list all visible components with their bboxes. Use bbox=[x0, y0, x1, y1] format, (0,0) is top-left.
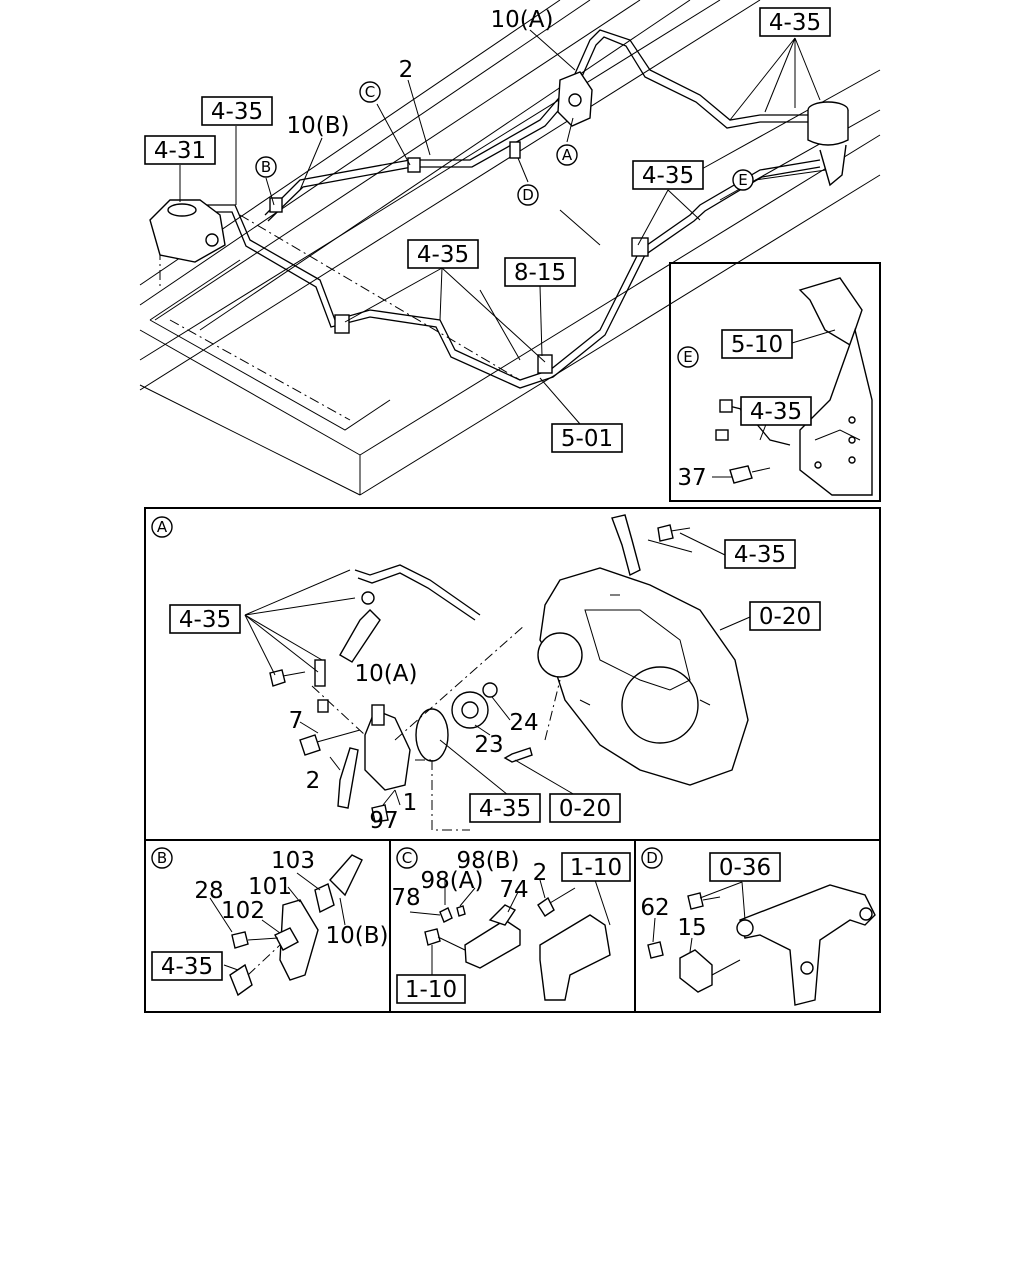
svg-text:D: D bbox=[646, 849, 658, 867]
svg-text:D: D bbox=[522, 186, 534, 204]
panel-c-part-74: 74 bbox=[499, 877, 528, 903]
top-ref-8-15: 8-15 bbox=[504, 257, 576, 287]
svg-text:B: B bbox=[261, 158, 271, 176]
panel-c-part-78: 78 bbox=[391, 885, 420, 911]
top-ref-5-01: 5-01 bbox=[551, 423, 623, 453]
panel-a-part-24: 24 bbox=[509, 710, 538, 736]
panel-c-ref-1-10-top: 1-10 bbox=[570, 855, 622, 881]
panel-a-part-10a: 10(A) bbox=[355, 661, 418, 687]
svg-text:5-01: 5-01 bbox=[561, 426, 613, 452]
panel-a-part-7: 7 bbox=[289, 708, 304, 734]
top-ref-4-35-d: 4-35 bbox=[407, 239, 479, 269]
panel-a-part-2: 2 bbox=[306, 768, 321, 794]
panel-c-part-98b: 98(B) bbox=[457, 848, 520, 874]
panel-a-ref-4-35-left: 4-35 bbox=[179, 607, 231, 633]
panel-b: B 103 101 28 102 10(B) 4-35 bbox=[144, 839, 391, 1013]
top-callout-c: C bbox=[359, 81, 381, 103]
panel-e-ref-4-35: 4-35 bbox=[750, 399, 802, 425]
panel-b-part-103: 103 bbox=[271, 848, 315, 874]
panel-d-part-62: 62 bbox=[640, 895, 669, 921]
top-callout-b: B bbox=[255, 156, 277, 178]
panel-a-ref-4-35-bottom: 4-35 bbox=[479, 796, 531, 822]
svg-text:8-15: 8-15 bbox=[514, 260, 566, 286]
svg-text:4-35: 4-35 bbox=[417, 242, 469, 268]
svg-text:B: B bbox=[157, 849, 167, 867]
panel-c-ref-1-10-bottom: 1-10 bbox=[405, 977, 457, 1003]
panel-c: C 98(B) 98(A) 78 74 2 1-10 1-10 bbox=[389, 839, 636, 1013]
panel-a: A bbox=[144, 507, 881, 841]
panel-d-ref-0-36: 0-36 bbox=[719, 855, 771, 881]
top-part-2: 2 bbox=[399, 57, 414, 83]
svg-text:C: C bbox=[365, 83, 375, 101]
top-callout-e: E bbox=[732, 169, 754, 191]
top-part-10a: 10(A) bbox=[491, 7, 554, 33]
svg-text:4-35: 4-35 bbox=[642, 163, 694, 189]
panel-b-ref-4-35: 4-35 bbox=[161, 954, 213, 980]
panel-e-ref-5-10: 5-10 bbox=[731, 332, 783, 358]
panel-a-part-97: 97 bbox=[369, 808, 398, 834]
panel-e: E 5-10 4-35 37 bbox=[669, 262, 881, 502]
top-callout-d: D bbox=[517, 184, 539, 206]
panel-b-part-101: 101 bbox=[248, 874, 292, 900]
top-callout-a: A bbox=[556, 144, 578, 166]
top-ref-4-35-a: 4-35 bbox=[759, 7, 831, 37]
panel-c-part-2: 2 bbox=[533, 860, 548, 886]
panel-a-ref-0-20-right: 0-20 bbox=[759, 604, 811, 630]
svg-text:E: E bbox=[738, 171, 747, 189]
panel-b-part-102: 102 bbox=[221, 898, 265, 924]
frame-overview bbox=[139, 0, 881, 496]
panel-a-ref-0-20-bottom: 0-20 bbox=[559, 796, 611, 822]
panel-d-part-15: 15 bbox=[677, 915, 706, 941]
panel-b-part-10b: 10(B) bbox=[326, 923, 389, 949]
panel-a-part-1: 1 bbox=[403, 790, 418, 816]
panel-a-ref-4-35-top: 4-35 bbox=[734, 542, 786, 568]
svg-text:E: E bbox=[683, 348, 692, 366]
svg-text:4-35: 4-35 bbox=[769, 10, 821, 36]
top-ref-4-31: 4-31 bbox=[144, 135, 216, 165]
svg-text:4-35: 4-35 bbox=[211, 99, 263, 125]
panel-b-part-28: 28 bbox=[194, 878, 223, 904]
panel-e-part-37: 37 bbox=[677, 465, 706, 491]
top-ref-4-35-c: 4-35 bbox=[632, 160, 704, 190]
svg-text:4-31: 4-31 bbox=[154, 138, 206, 164]
top-part-10b: 10(B) bbox=[287, 113, 350, 139]
svg-text:A: A bbox=[157, 518, 168, 536]
top-ref-4-35-b: 4-35 bbox=[201, 96, 273, 126]
panel-c-part-98a: 98(A) bbox=[421, 868, 484, 894]
panel-a-part-23: 23 bbox=[474, 732, 503, 758]
panel-d: D 0-36 62 15 bbox=[634, 839, 881, 1013]
svg-text:C: C bbox=[402, 849, 412, 867]
svg-text:A: A bbox=[562, 146, 573, 164]
